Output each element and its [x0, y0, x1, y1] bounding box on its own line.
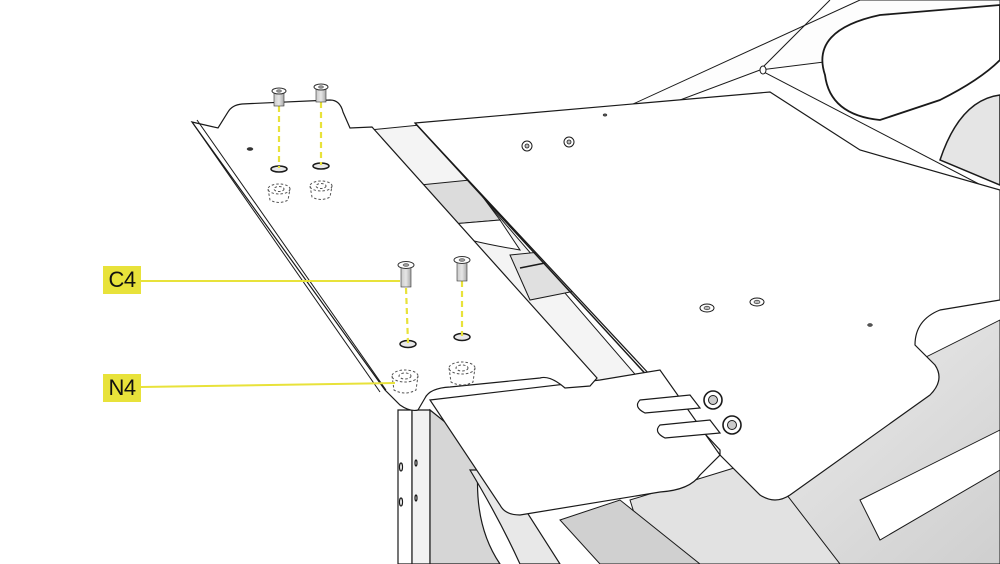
- callout-n4-label: N4: [103, 374, 141, 402]
- nut-icon: [448, 361, 476, 386]
- screw-icon: [397, 261, 415, 288]
- bracket-plate: [428, 369, 722, 516]
- left-plate: [190, 99, 598, 412]
- frame-structure: [618, 0, 1000, 196]
- holes: [270, 162, 471, 349]
- nut-icon: [309, 180, 333, 200]
- screw-icon: [313, 83, 329, 103]
- callout-leaders: [140, 280, 400, 388]
- screws: [271, 83, 471, 288]
- callout-c4-label: C4: [103, 266, 141, 294]
- leader-n4: [140, 382, 396, 388]
- right-plate: [413, 91, 1000, 501]
- nut-icon: [267, 183, 291, 203]
- insertion-lines: [277, 102, 464, 344]
- screw-icon: [271, 87, 287, 107]
- nuts: [267, 180, 476, 394]
- screw-icon: [453, 256, 471, 282]
- nut-icon: [391, 369, 419, 394]
